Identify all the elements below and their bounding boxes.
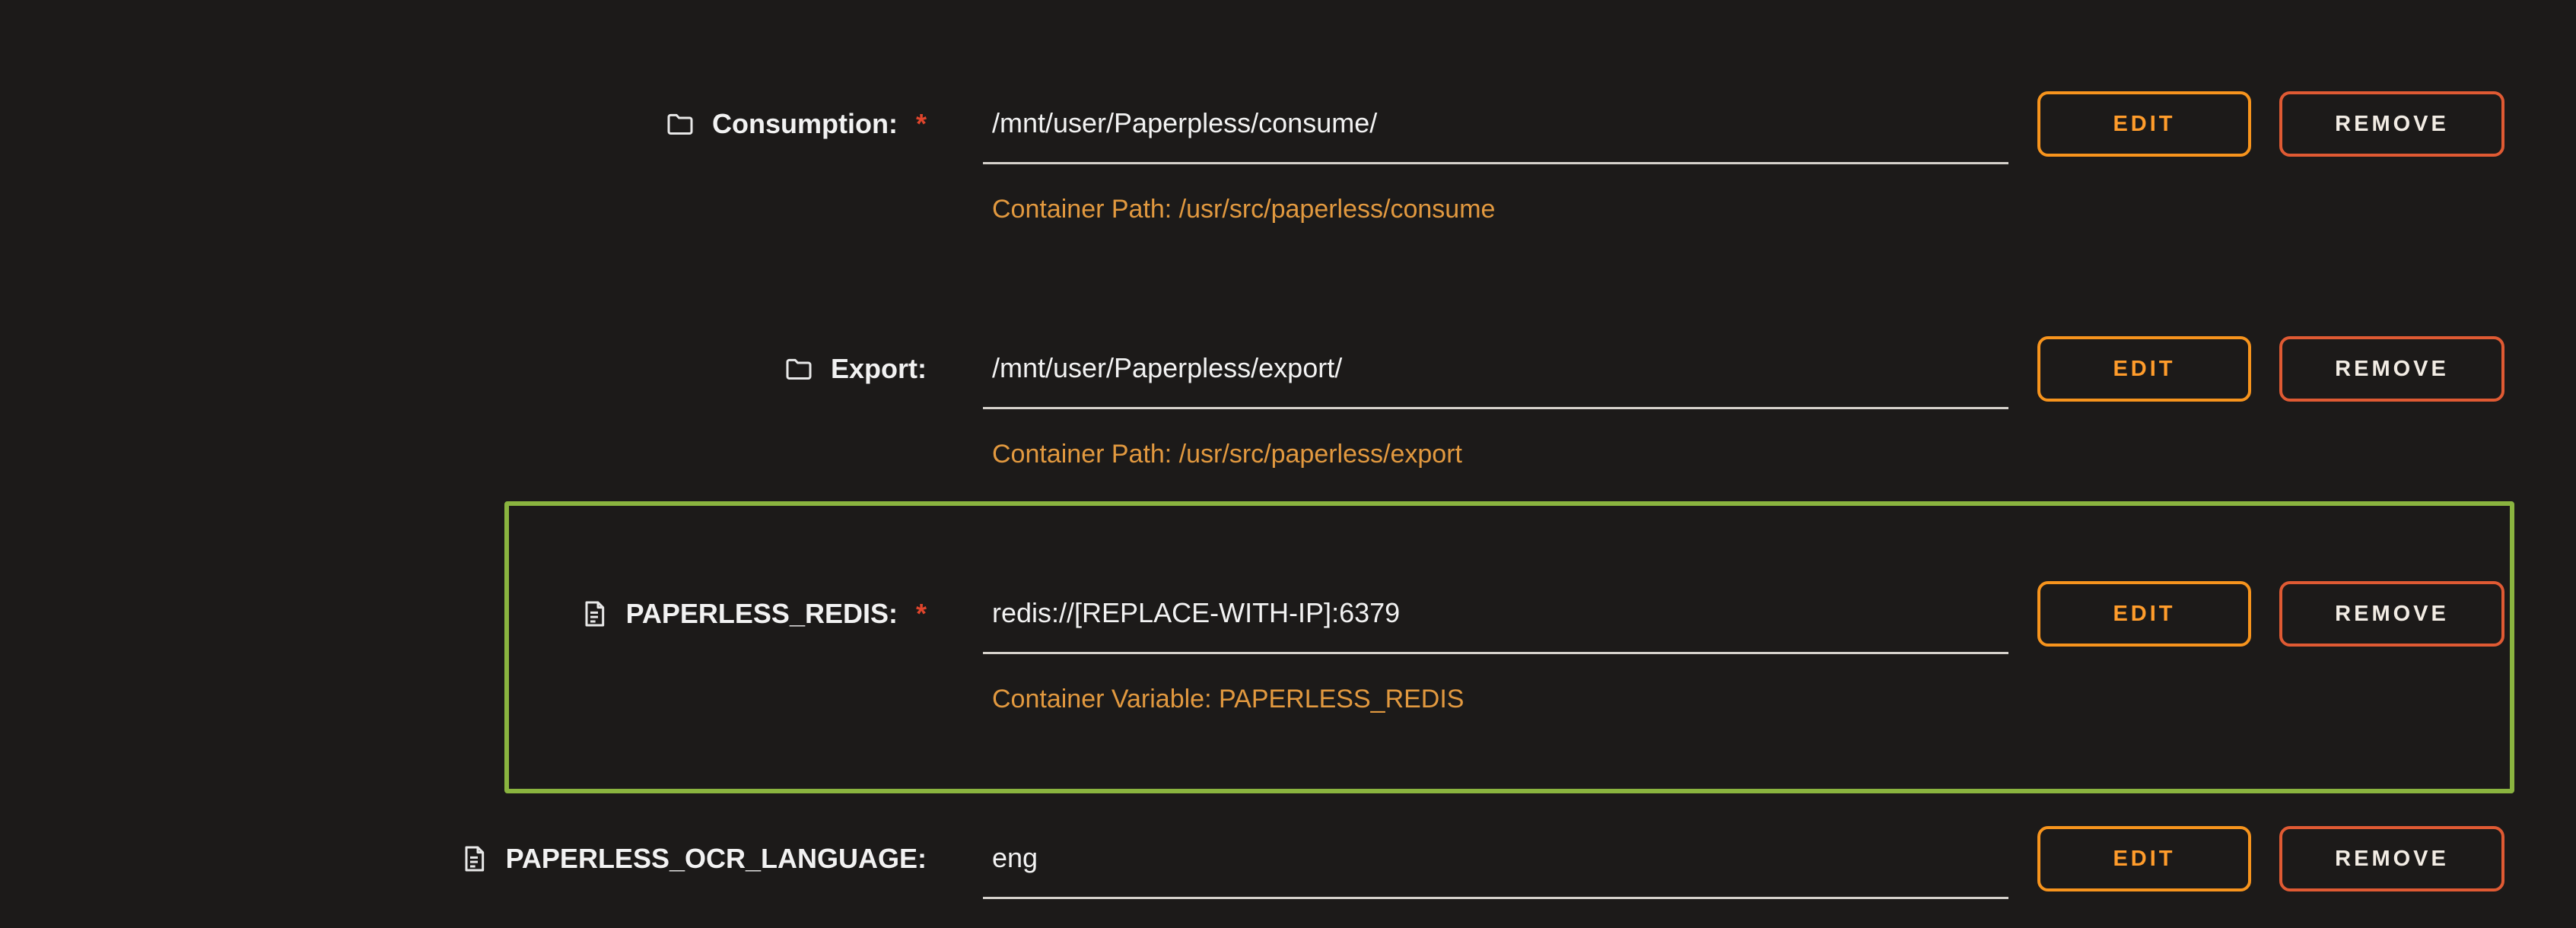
config-label-box: Consumption: * bbox=[0, 108, 927, 140]
required-asterisk: * bbox=[915, 108, 927, 139]
config-label: Export: bbox=[831, 353, 927, 384]
required-asterisk: * bbox=[915, 598, 927, 629]
container-mapping-hint: Container Variable: PAPERLESS_REDIS bbox=[992, 685, 1465, 713]
config-value-input[interactable]: eng bbox=[983, 818, 2008, 899]
remove-button[interactable]: REMOVE bbox=[2279, 336, 2504, 402]
folder-icon bbox=[665, 109, 695, 139]
container-mapping-hint: Container Path: /usr/src/paperless/expor… bbox=[992, 440, 1462, 469]
container-mapping-hint: Container Path: /usr/src/paperless/consu… bbox=[992, 195, 1496, 224]
config-row-paperless-redis: PAPERLESS_REDIS: * redis://[REPLACE-WITH… bbox=[0, 574, 2576, 714]
config-value-input[interactable]: redis://[REPLACE-WITH-IP]:6379 bbox=[983, 574, 2008, 654]
config-label: Consumption: bbox=[712, 108, 898, 139]
config-value-input[interactable]: /mnt/user/Paperpless/export/ bbox=[983, 329, 2008, 409]
remove-button[interactable]: REMOVE bbox=[2279, 91, 2504, 157]
config-label-box: PAPERLESS_OCR_LANGUAGE: bbox=[0, 843, 927, 875]
config-label-box: PAPERLESS_REDIS: * bbox=[0, 598, 927, 630]
config-value-input[interactable]: /mnt/user/Paperpless/consume/ bbox=[983, 84, 2008, 164]
remove-button[interactable]: REMOVE bbox=[2279, 826, 2504, 891]
config-row-consumption: Consumption: * /mnt/user/Paperpless/cons… bbox=[0, 84, 2576, 224]
edit-button[interactable]: EDIT bbox=[2037, 826, 2251, 891]
config-row-export: Export: /mnt/user/Paperpless/export/ EDI… bbox=[0, 329, 2576, 469]
edit-button[interactable]: EDIT bbox=[2037, 336, 2251, 402]
config-label: PAPERLESS_OCR_LANGUAGE: bbox=[505, 843, 927, 874]
edit-button[interactable]: EDIT bbox=[2037, 581, 2251, 647]
config-label: PAPERLESS_REDIS: bbox=[625, 598, 898, 629]
edit-button[interactable]: EDIT bbox=[2037, 91, 2251, 157]
document-icon bbox=[579, 599, 609, 629]
remove-button[interactable]: REMOVE bbox=[2279, 581, 2504, 647]
document-icon bbox=[459, 844, 489, 874]
config-label-box: Export: bbox=[0, 353, 927, 385]
config-row-paperless-ocr-language: PAPERLESS_OCR_LANGUAGE: eng EDIT REMOVE bbox=[0, 818, 2576, 899]
folder-icon bbox=[784, 354, 814, 384]
